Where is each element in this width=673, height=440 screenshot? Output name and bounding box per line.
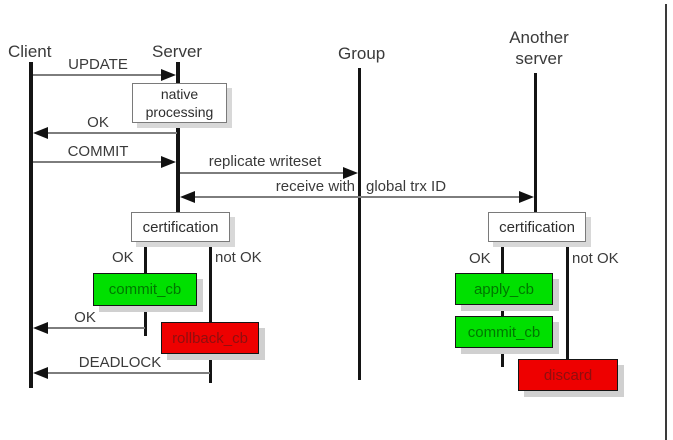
replicate-writeset-arrowhead-icon <box>343 167 358 179</box>
commit-cb-another-box: commit_cb <box>455 316 553 348</box>
update-arrowhead-icon <box>161 69 176 81</box>
deadlock-message-label: DEADLOCK <box>78 354 162 371</box>
another-ok-branch-label: OK <box>469 250 491 267</box>
ok-commit-message-line <box>48 327 145 329</box>
another-server-lifeline <box>534 73 537 213</box>
update-message-label: UPDATE <box>68 56 128 73</box>
certification-box-another: certification <box>488 212 586 242</box>
receive-with-line <box>195 196 519 198</box>
another-not-ok-branch-label: not OK <box>572 250 619 267</box>
certification-box-server: certification <box>131 212 230 242</box>
actor-label-client: Client <box>8 42 52 61</box>
discard-box: discard <box>518 359 618 391</box>
update-message-line <box>33 74 161 76</box>
actor-label-another-server: Another server <box>497 27 581 70</box>
deadlock-message-line <box>48 372 210 374</box>
receive-with-label: receive with <box>275 178 355 195</box>
receive-with-left-arrowhead-icon <box>180 191 195 203</box>
ok-commit-arrowhead-icon <box>33 322 48 334</box>
rollback-cb-box: rollback_cb <box>161 322 259 354</box>
replicate-writeset-label: replicate writeset <box>208 153 322 170</box>
receive-with-right-arrowhead-icon <box>519 191 534 203</box>
right-frame-border <box>665 4 667 440</box>
server-ok-branch-label: OK <box>112 249 134 266</box>
ok-native-message-line <box>48 132 177 134</box>
client-lifeline <box>29 62 33 388</box>
ok-native-message-label: OK <box>87 114 109 131</box>
commit-message-line <box>33 161 161 163</box>
commit-message-label: COMMIT <box>67 143 129 160</box>
commit-cb-server-box: commit_cb <box>93 273 197 306</box>
server-lifeline <box>176 62 180 213</box>
apply-cb-box: apply_cb <box>455 273 553 305</box>
actor-label-group: Group <box>338 44 386 63</box>
actor-label-another-line1: Another <box>509 28 569 47</box>
server-not-ok-branch-label: not OK <box>215 249 262 266</box>
another-not-ok-branch-line <box>566 242 569 397</box>
actor-label-another-line2: server <box>515 49 563 69</box>
global-trx-id-label: global trx ID <box>366 178 447 195</box>
commit-arrowhead-icon <box>161 156 176 168</box>
native-processing-line2: processing <box>145 104 214 120</box>
deadlock-arrowhead-icon <box>33 367 48 379</box>
actor-label-server: Server <box>152 42 203 61</box>
native-processing-box: native processing <box>132 83 227 123</box>
server-not-ok-branch-line <box>209 242 212 383</box>
group-lifeline <box>358 68 361 380</box>
ok-native-arrowhead-icon <box>33 127 48 139</box>
replicate-writeset-line <box>180 172 343 174</box>
native-processing-line1: native <box>160 85 199 102</box>
ok-commit-message-label: OK <box>74 309 96 326</box>
